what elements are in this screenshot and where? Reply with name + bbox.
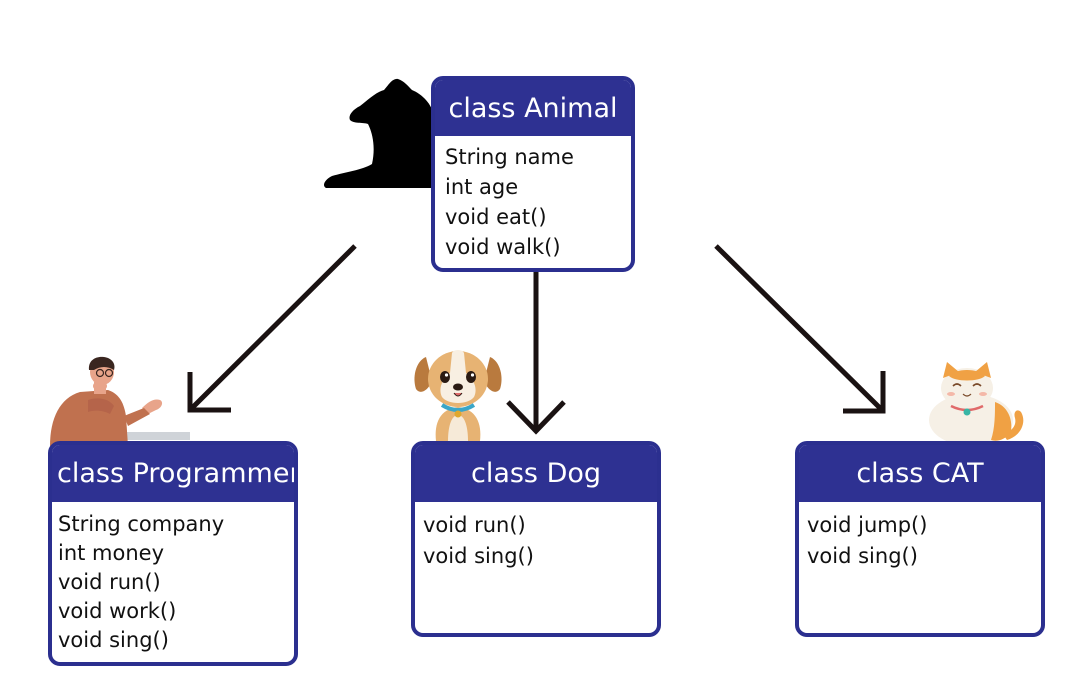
programmer-person-icon (50, 356, 190, 446)
member: void run() (58, 570, 161, 594)
cat-icon (929, 362, 1024, 444)
class-cat-box: class CAT void jump() void sing() (795, 441, 1045, 637)
member: String name (445, 145, 574, 169)
class-programmer-members: String company int money void run() void… (52, 502, 294, 655)
class-animal-box: class Animal String name int age void ea… (431, 76, 635, 272)
class-cat-members: void jump() void sing() (799, 502, 1041, 572)
member: int age (445, 175, 519, 199)
class-dog-members: void run() void sing() (415, 502, 657, 572)
class-dog-box: class Dog void run() void sing() (411, 441, 661, 637)
class-animal-title: class Animal (435, 80, 631, 136)
arrow-animal-to-cat (714, 244, 886, 414)
arrow-animal-to-dog (506, 272, 566, 435)
member: int money (58, 541, 165, 565)
puppy-icon (414, 350, 502, 441)
arrow-animal-to-programmer (187, 244, 357, 413)
class-animal-members: String name int age void eat() void walk… (435, 136, 631, 262)
member: void sing() (58, 628, 169, 652)
member: void eat() (445, 205, 547, 229)
member: void work() (58, 599, 177, 623)
member: void sing() (423, 544, 534, 568)
member: void jump() (807, 513, 928, 537)
class-dog-title: class Dog (415, 445, 657, 502)
class-programmer-box: class Programmer String company int mone… (48, 441, 298, 666)
member: void walk() (445, 235, 561, 259)
bear-silhouette-icon (324, 78, 434, 188)
member: String company (58, 512, 225, 536)
class-programmer-title: class Programmer (52, 445, 294, 502)
class-cat-title: class CAT (799, 445, 1041, 502)
member: void sing() (807, 544, 918, 568)
member: void run() (423, 513, 526, 537)
